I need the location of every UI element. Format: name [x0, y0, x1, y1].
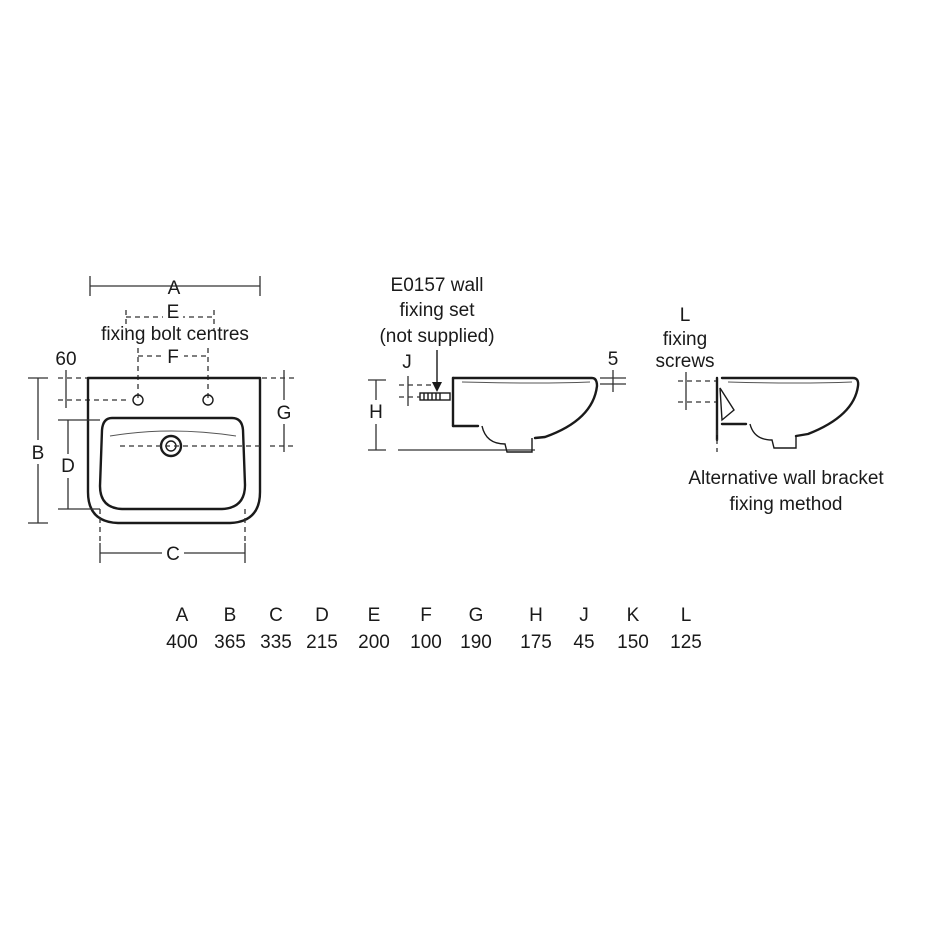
table-key-b: B	[224, 605, 237, 626]
fixing-set-line1: E0157 wall	[391, 275, 484, 296]
bowl-inner-rim	[109, 430, 237, 437]
label-5: 5	[608, 349, 619, 370]
basin-bowl	[98, 416, 247, 511]
side-basin-profile	[451, 376, 599, 440]
table-key-a: A	[176, 605, 189, 626]
table-value-a: 400	[166, 632, 198, 653]
table-value-g: 190	[460, 632, 492, 653]
table-key-k: K	[627, 605, 640, 626]
label-g-bg	[273, 400, 295, 424]
label-f: F	[167, 347, 179, 368]
table-key-c: C	[269, 605, 283, 626]
label-g: G	[277, 403, 292, 424]
table-value-b: 365	[214, 632, 246, 653]
label-l: L	[680, 305, 691, 326]
side-waste-trap	[481, 425, 533, 453]
label-b: B	[32, 443, 45, 464]
label-a: A	[168, 278, 181, 299]
label-fixing-bolt-centres: fixing bolt centres	[101, 324, 249, 345]
table-key-g: G	[469, 605, 484, 626]
table-value-c: 335	[260, 632, 292, 653]
tap-hole-left	[132, 394, 144, 406]
alt-view: L fixing screws Alternative wall bracket…	[655, 305, 884, 515]
label-d: D	[61, 456, 75, 477]
label-f-bg	[162, 342, 184, 364]
side-inner-rim	[461, 381, 591, 384]
fixing-set-line2: fixing set	[400, 300, 476, 321]
alt-basin-profile	[720, 376, 860, 438]
alt-waste-trap	[749, 423, 797, 449]
table-key-l: L	[681, 605, 692, 626]
table-value-d: 215	[306, 632, 338, 653]
table-key-h: H	[529, 605, 543, 626]
label-60: 60	[55, 349, 76, 370]
front-view: A E fixing bolt centres F 60	[28, 276, 295, 565]
label-b-bg	[28, 440, 48, 464]
side-view: E0157 wall fixing set (not supplied) J H…	[366, 275, 626, 453]
label-fixing: fixing	[663, 329, 707, 350]
table-value-f: 100	[410, 632, 442, 653]
fixing-set-line3: (not supplied)	[379, 326, 494, 347]
table-key-e: E	[368, 605, 381, 626]
table-value-k: 150	[617, 632, 649, 653]
alt-caption-line2: fixing method	[729, 494, 842, 515]
table-key-j: J	[579, 605, 589, 626]
fixing-bolt-thread	[423, 393, 441, 400]
alt-bracket	[719, 387, 735, 422]
alt-caption-line1: Alternative wall bracket	[688, 468, 884, 489]
fixing-arrow-head	[432, 382, 442, 392]
label-e: E	[167, 302, 180, 323]
dimension-table: A 400 B 365 C 335 D 215 E 200 F 100 G 190 H 175 J 45 K 150 L…	[166, 605, 702, 653]
tap-hole-right	[202, 394, 214, 406]
label-c: C	[166, 544, 180, 565]
table-key-f: F	[420, 605, 432, 626]
alt-inner-rim	[727, 381, 853, 384]
label-d-bg	[58, 454, 78, 478]
table-value-e: 200	[358, 632, 390, 653]
label-e-bg	[163, 300, 183, 322]
table-value-j: 45	[573, 632, 594, 653]
label-h-bg	[366, 400, 386, 424]
label-h: H	[369, 402, 383, 423]
table-value-h: 175	[520, 632, 552, 653]
table-value-l: 125	[670, 632, 702, 653]
label-c-bg	[162, 541, 184, 565]
label-screws: screws	[655, 351, 714, 372]
basin-outline	[86, 376, 262, 525]
label-j: J	[402, 352, 412, 373]
table-key-d: D	[315, 605, 329, 626]
